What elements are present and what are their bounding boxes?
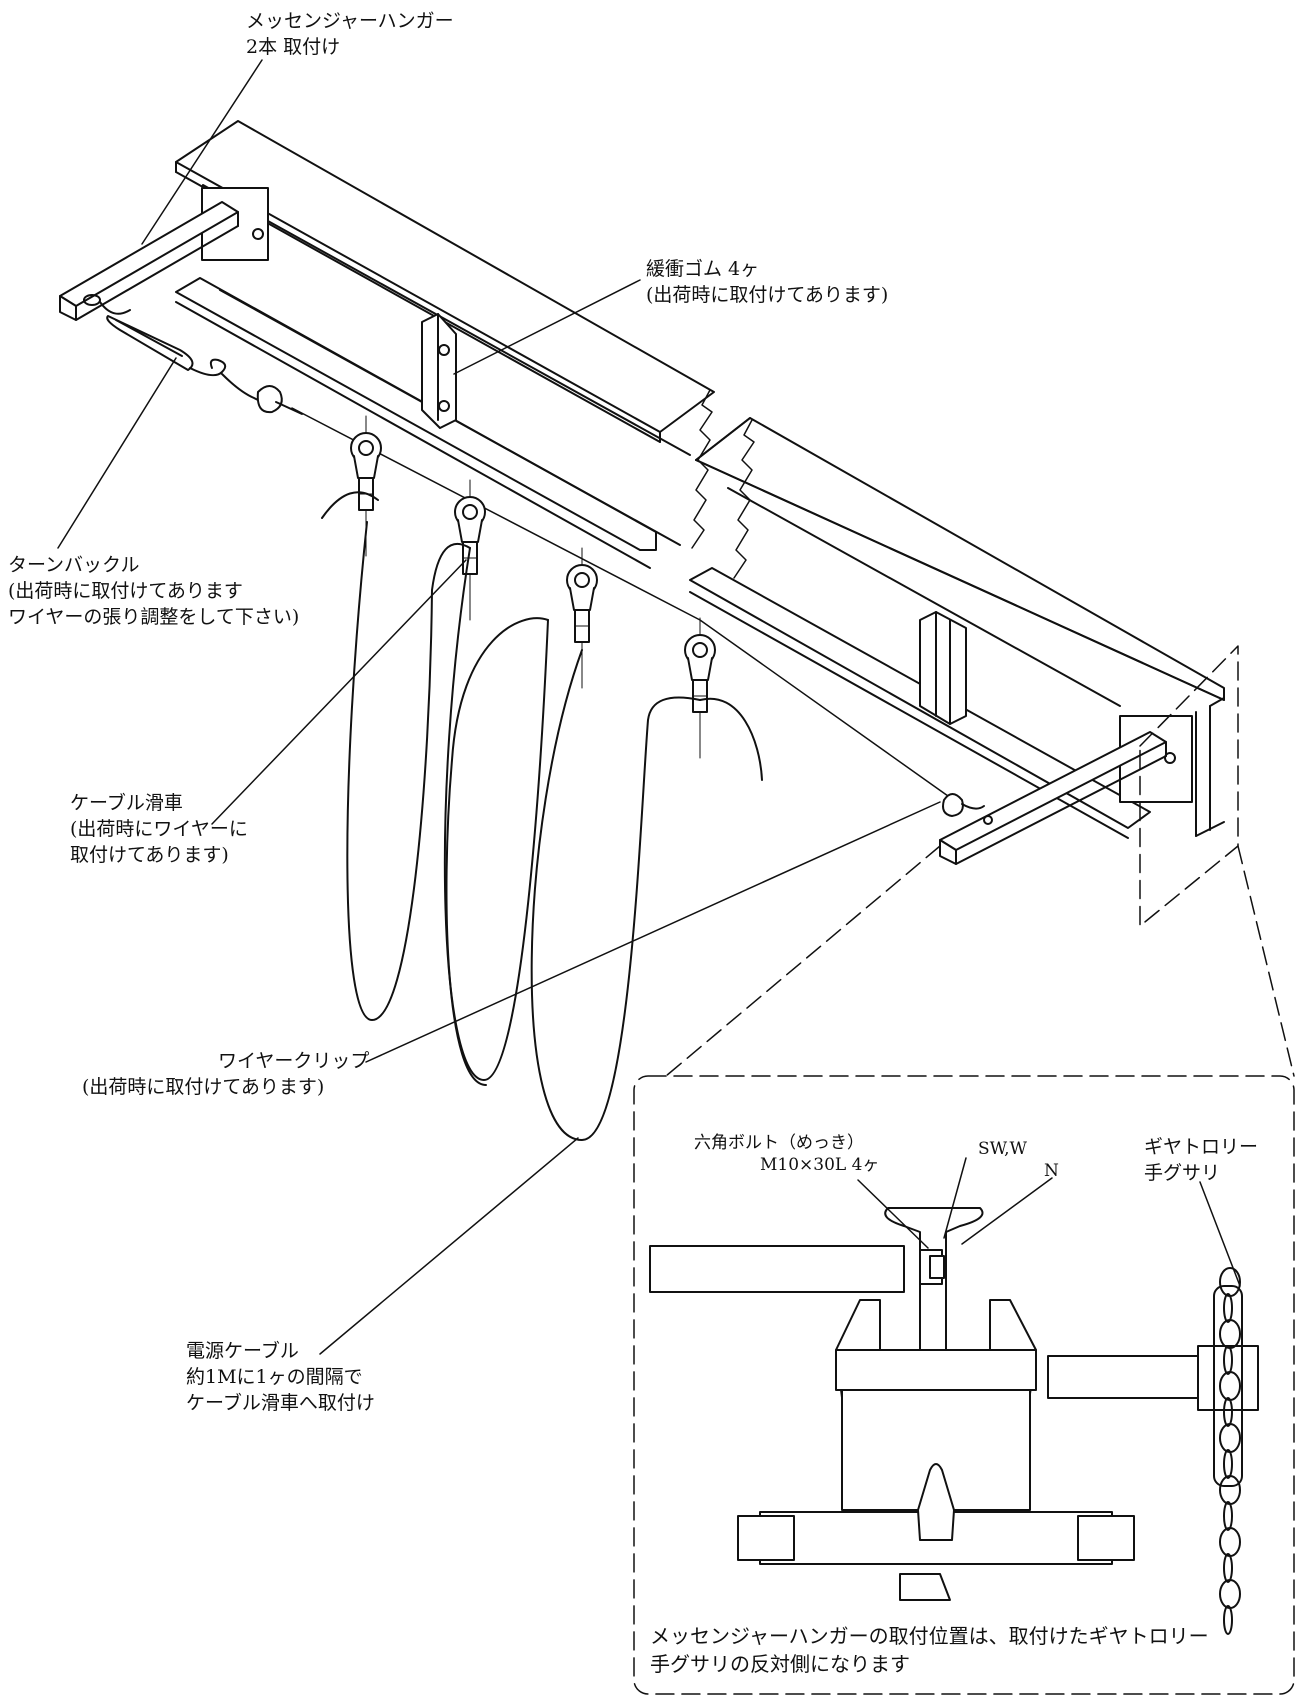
label-buffer-rubber: 緩衝ゴム 4ヶ (出荷時に取付けてあります) — [646, 256, 888, 308]
label-sw-w: SW,W — [978, 1139, 1028, 1159]
wire-right — [699, 619, 949, 797]
chain-wheel — [1213, 1285, 1243, 1487]
buffer-rubber-left — [421, 313, 457, 429]
chain-link — [1223, 1605, 1233, 1635]
messenger-hanger-right — [939, 715, 1193, 865]
label-cable-pulley: ケーブル滑車 (出荷時にワイヤーに 取付けてあります) — [70, 790, 248, 868]
label-messenger-hanger-line2: 2本 取付け — [246, 36, 341, 58]
label-gear-trolley-line2: 手グサリ — [1144, 1162, 1221, 1184]
chain-link — [1223, 1553, 1233, 1583]
label-cable-pulley-line1: ケーブル滑車 — [70, 792, 183, 814]
detail-note-line2: 手グサリの反対側になります — [650, 1652, 910, 1676]
chain-link — [1219, 1319, 1241, 1349]
label-nut: N — [1044, 1161, 1059, 1181]
power-cable — [321, 491, 763, 1141]
label-gear-trolley-line1: ギヤトロリー — [1144, 1136, 1259, 1158]
leader-lines — [57, 59, 1241, 1355]
label-gear-trolley: ギヤトロリー 手グサリ — [1144, 1134, 1258, 1186]
detail-note-line1: メッセンジャーハンガーの取付位置は、取付けたギヤトロリー — [650, 1624, 1209, 1648]
label-wire-clip-line1: ワイヤークリップ — [218, 1050, 370, 1072]
chain-link — [1219, 1423, 1241, 1453]
label-buffer-rubber-line2: (出荷時に取付けてあります) — [646, 284, 889, 306]
label-turnbuckle-line3: ワイヤーの張り調整をして下さい) — [8, 606, 300, 628]
detail-hand-chain — [1213, 1267, 1243, 1635]
chain-link — [1223, 1397, 1233, 1427]
label-cable-pulley-line2: (出荷時にワイヤーに — [70, 818, 248, 840]
label-power-cable: 電源ケーブル 約1Mに1ヶの間隔で ケーブル滑車へ取付け — [186, 1338, 375, 1416]
break-marks — [691, 389, 755, 579]
detail-gear-trolley — [649, 1207, 1259, 1601]
turnbuckle — [99, 301, 303, 415]
label-turnbuckle-line1: ターンバックル — [8, 554, 140, 576]
chain-link — [1219, 1579, 1241, 1609]
label-hex-bolt: 六角ボルト（めっき） M10×30L 4ヶ — [694, 1132, 879, 1176]
i-beam-left — [175, 120, 715, 569]
label-messenger-hanger: メッセンジャーハンガー 2本 取付け — [246, 8, 454, 60]
label-messenger-hanger-line1: メッセンジャーハンガー — [246, 10, 454, 32]
cable-pulley-4 — [684, 617, 716, 759]
label-wire-clip-line2: (出荷時に取付けてあります) — [82, 1076, 325, 1098]
label-wire-clip: ワイヤークリップ (出荷時に取付けてあります) — [82, 1048, 369, 1100]
chain-link — [1223, 1345, 1233, 1375]
chain-link — [1223, 1293, 1233, 1323]
chain-link — [1223, 1449, 1233, 1479]
chain-link — [1219, 1267, 1241, 1297]
chain-link — [1219, 1527, 1241, 1557]
label-power-cable-line2: 約1Mに1ヶの間隔で — [186, 1366, 363, 1388]
label-power-cable-line1: 電源ケーブル — [186, 1340, 299, 1362]
buffer-rubber-right — [919, 611, 967, 725]
detail-callout-lines — [633, 645, 1295, 1695]
label-hex-bolt-line2: M10×30L 4ヶ — [760, 1155, 880, 1175]
label-buffer-rubber-line1: 緩衝ゴム 4ヶ — [646, 258, 760, 280]
label-cable-pulley-line3: 取付けてあります) — [70, 844, 229, 866]
label-turnbuckle: ターンバックル (出荷時に取付けてあります ワイヤーの張り調整をして下さい) — [8, 552, 299, 630]
detail-note: メッセンジャーハンガーの取付位置は、取付けたギヤトロリー 手グサリの反対側になり… — [650, 1622, 1209, 1678]
messenger-hanger-left — [59, 187, 269, 321]
label-hex-bolt-line1: 六角ボルト（めっき） — [694, 1133, 864, 1153]
label-power-cable-line3: ケーブル滑車へ取付け — [186, 1392, 375, 1414]
cable-pulley-3 — [566, 547, 598, 689]
chain-link — [1219, 1475, 1241, 1505]
chain-link — [1223, 1501, 1233, 1531]
label-turnbuckle-line2: (出荷時に取付けてあります — [8, 580, 243, 602]
